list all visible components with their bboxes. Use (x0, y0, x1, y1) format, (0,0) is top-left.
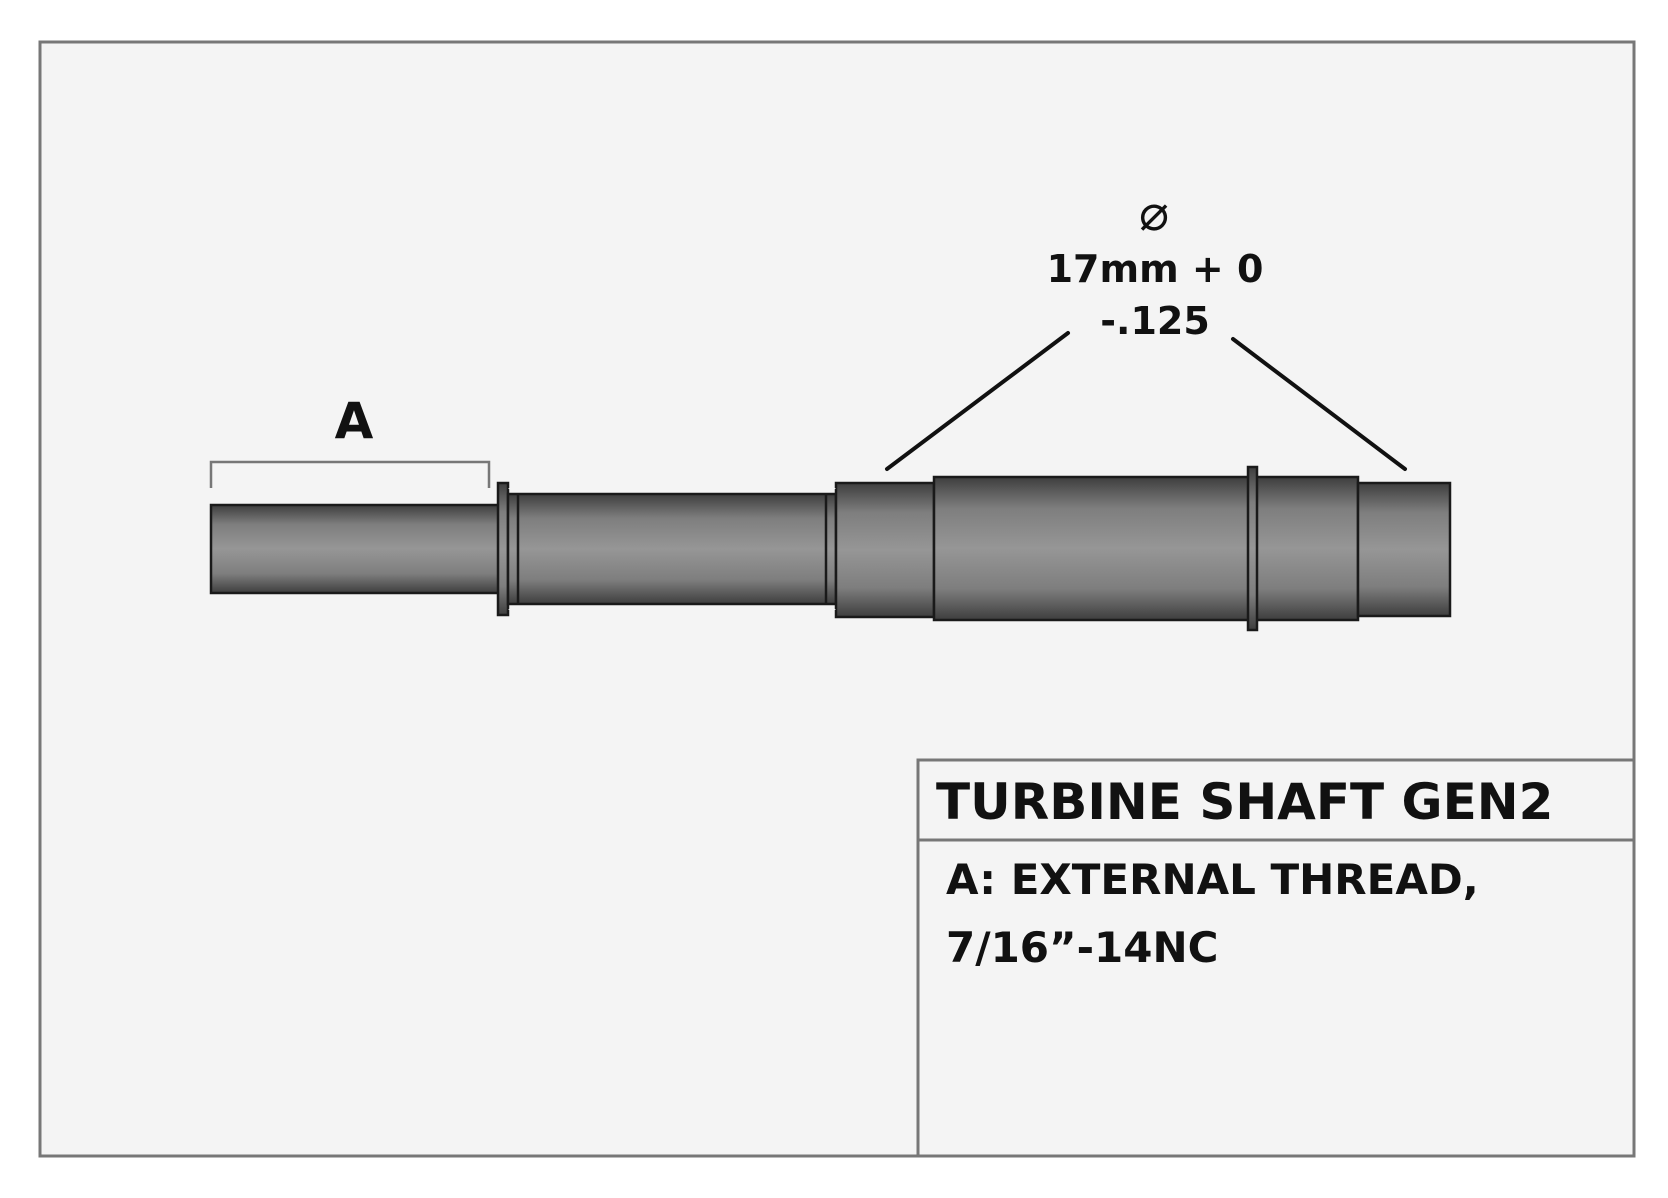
dimension-a-label: A (335, 392, 374, 450)
shaft-end-section (1356, 481, 1452, 618)
title-block-frame (916, 758, 1636, 1158)
diameter-tolerance: -.125 (1100, 299, 1210, 343)
shaft-main-body (932, 475, 1360, 622)
shaft-collar-left (496, 481, 510, 617)
shaft-bearing-seat (834, 481, 936, 619)
shaft-fillets (508, 488, 836, 610)
title-block: TURBINE SHAFT GEN2 A: EXTERNAL THREAD, 7… (916, 758, 1636, 1158)
shaft-collar-right (1246, 465, 1259, 632)
shaft-thread-section (209, 503, 503, 595)
thread-note-line-1: A: EXTERNAL THREAD, (946, 855, 1479, 904)
thread-note-line-2: 7/16”-14NC (946, 923, 1218, 972)
diameter-symbol: ⌀ (1139, 184, 1169, 242)
drawing-title: TURBINE SHAFT GEN2 (936, 773, 1553, 831)
shaft-middle-section (506, 492, 838, 606)
dimension-a-bracket (209, 460, 491, 488)
diameter-leader-left (885, 331, 1070, 471)
diameter-leader-right (1231, 337, 1407, 471)
turbine-shaft (209, 465, 1452, 632)
diameter-value: 17mm + 0 (1047, 247, 1264, 291)
